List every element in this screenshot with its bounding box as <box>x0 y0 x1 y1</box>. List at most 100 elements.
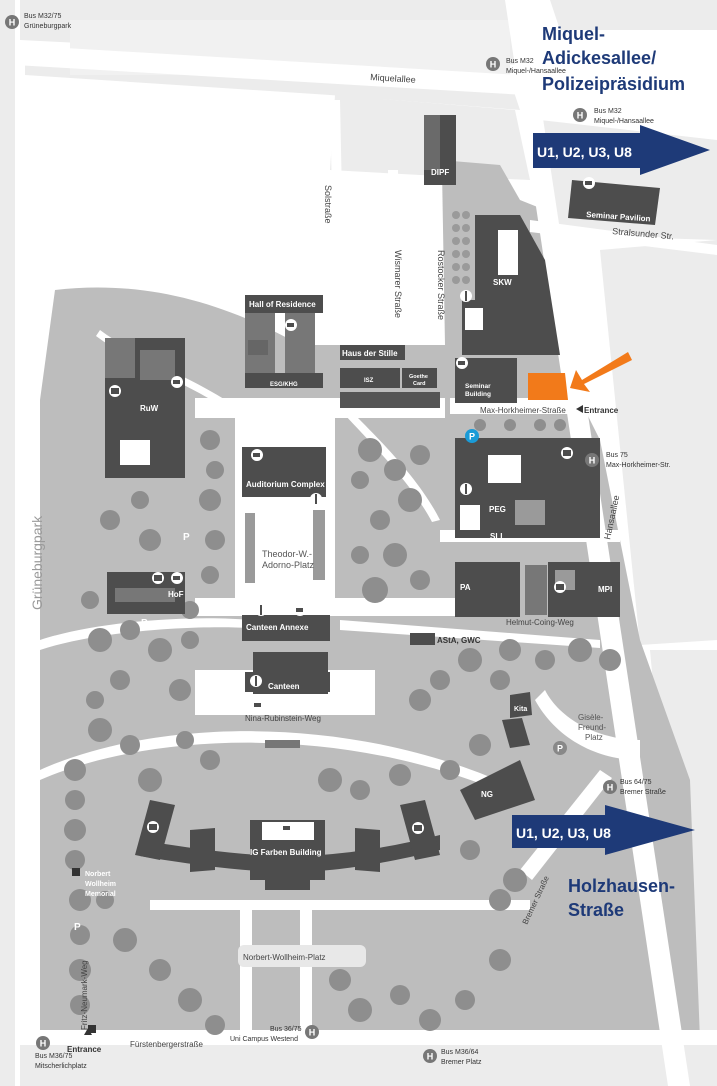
bus-stop-icon: H <box>309 1028 316 1038</box>
square-gisele-line3: Platz <box>585 733 603 742</box>
label-peg: PEG <box>489 505 506 514</box>
roads <box>15 0 717 1086</box>
square-gisele-line1: Gisèle- <box>578 713 604 722</box>
label-auditorium: Auditorium Complex <box>246 480 325 489</box>
street-wismarer: Wismarer Straße <box>393 250 403 318</box>
restaurant-icon[interactable] <box>250 675 262 687</box>
cafe-icon[interactable] <box>171 572 183 584</box>
square-gisele-line2: Freund- <box>578 723 606 732</box>
bus-stop-name: Bremer Straße <box>620 789 666 796</box>
entrance-east-arrow-icon <box>576 405 583 413</box>
bus-stop-line: Bus 75 <box>606 452 628 459</box>
bus-stop-line: Bus M32/75 <box>24 13 61 20</box>
station-miquel: Miquel- Adickesallee/ Polizeipräsidium <box>542 24 685 94</box>
label-esg: ESG/KHG <box>270 382 298 388</box>
parking-icon-hof[interactable]: P <box>141 618 148 629</box>
station-miquel-line1: Miquel- <box>542 24 605 44</box>
tree-grid <box>452 211 470 284</box>
label-isz: ISZ <box>364 378 374 384</box>
station-holzhausen-line1: Holzhausen- <box>568 876 675 896</box>
square-adorno-line2: Adorno-Platz <box>262 560 315 570</box>
label-building: Building <box>465 391 491 398</box>
building-goethe-card[interactable] <box>402 368 437 388</box>
parking-blue-icon[interactable]: P <box>465 429 479 443</box>
bus-stop-name: Miquel-/Hansaallee <box>594 118 654 125</box>
label-canteen-annexe: Canteen Annexe <box>246 623 309 632</box>
buildings <box>72 115 660 1033</box>
svg-text:P: P <box>267 399 274 410</box>
street-rubinstein: Nina-Rubinstein-Weg <box>245 714 321 723</box>
building-ng[interactable] <box>460 760 535 820</box>
cafe-icon[interactable] <box>583 177 595 189</box>
svg-text:P: P <box>469 432 475 442</box>
restaurant-icon[interactable] <box>460 290 472 302</box>
building-pa[interactable] <box>455 562 520 617</box>
cafe-icon[interactable] <box>281 822 293 834</box>
street-miquelallee: Miquelallee <box>370 72 416 85</box>
library-icon[interactable] <box>152 572 164 584</box>
parking-icon-esg[interactable]: P <box>267 399 274 410</box>
restaurant-icon[interactable] <box>310 493 322 505</box>
bus-stop-m36-mitscherlich[interactable]: H Bus M36/75 Mitscherlichplatz <box>35 1036 87 1070</box>
bus-stop-icon: H <box>607 783 614 793</box>
building-seminar-pavilion[interactable] <box>568 180 660 225</box>
orange-arrow-icon <box>570 352 632 392</box>
parking-icon[interactable]: P <box>553 741 567 755</box>
bus-stop-m36-bremer[interactable]: H Bus M36/64 Bremer Platz <box>423 1049 482 1066</box>
entrance-southwest-arrow-icon <box>84 1028 92 1035</box>
entrances: Entrance Entrance <box>67 405 619 1054</box>
bus-stop-line: Bus 64/75 <box>620 779 652 786</box>
ubahn-arrow-top[interactable]: U1, U2, U3, U8 <box>533 125 710 175</box>
bus-stop-icon: H <box>577 111 584 121</box>
building-wollheim-memorial[interactable] <box>72 868 80 876</box>
bus-stop-36-uni-campus-westend[interactable]: H Bus 36/75 Uni Campus Westend <box>230 1025 319 1043</box>
cafe-icon[interactable] <box>171 376 183 388</box>
cafe-icon[interactable] <box>251 449 263 461</box>
building-isz[interactable] <box>340 368 400 388</box>
amenity-icons <box>109 177 595 834</box>
library-icon[interactable] <box>561 447 573 459</box>
ubahn-arrow-bottom[interactable]: U1, U2, U3, U8 <box>512 805 695 855</box>
cafe-icon[interactable] <box>456 357 468 369</box>
building-kita[interactable] <box>510 692 532 718</box>
cafe-icon[interactable] <box>294 604 306 616</box>
bus-stop-name: Bremer Platz <box>441 1059 482 1066</box>
building-haus-der-stille[interactable] <box>340 345 405 360</box>
bus-stop-name: Uni Campus Westend <box>230 1036 298 1043</box>
entrance-southwest[interactable]: Entrance <box>67 1045 102 1054</box>
bus-stop-75-horkheimer[interactable]: H Bus 75 Max-Horkheimer-Str. <box>585 452 671 469</box>
library-icon[interactable] <box>554 581 566 593</box>
entrance-east[interactable]: Entrance <box>584 406 619 415</box>
bus-stop-m32-miquel-2[interactable]: H Bus M32 Miquel-/Hansaallee <box>573 108 654 125</box>
station-miquel-line3: Polizeipräsidium <box>542 74 685 94</box>
svg-text:P: P <box>183 532 190 543</box>
bus-stop-name: Miquel-/Hansaallee <box>506 68 566 75</box>
library-icon[interactable] <box>147 821 159 833</box>
library-icon[interactable] <box>109 385 121 397</box>
cafe-icon[interactable] <box>252 699 264 711</box>
bus-stops: H Bus M32/75 Grüneburgpark H Bus M32 Miq… <box>5 13 671 1070</box>
library-icon[interactable] <box>412 822 424 834</box>
ubahn-label-top: U1, U2, U3, U8 <box>537 144 632 160</box>
bus-stop-m32-grueneburg[interactable]: H Bus M32/75 Grüneburgpark <box>5 13 72 30</box>
label-card: Card <box>413 381 426 387</box>
label-canteen: Canteen <box>268 682 300 691</box>
ubahn-label-bottom: U1, U2, U3, U8 <box>516 825 611 841</box>
parking-icon-ruw[interactable]: P <box>183 532 190 543</box>
restaurant-icon[interactable] <box>460 483 472 495</box>
bus-stop-m32-miquel[interactable]: H Bus M32 Miquel-/Hansaallee <box>486 57 566 75</box>
building-canteen-annexe[interactable] <box>242 615 330 641</box>
bus-stop-line: Bus M32 <box>594 108 622 115</box>
label-seminar: Seminar <box>465 383 491 390</box>
building-asta[interactable] <box>410 633 435 645</box>
cafe-icon[interactable] <box>285 319 297 331</box>
bus-stop-64-bremer[interactable]: H Bus 64/75 Bremer Straße <box>603 779 666 796</box>
parking-icon-west[interactable]: P <box>74 922 81 933</box>
park-grueneburgpark: Grüneburgpark <box>29 515 45 610</box>
restaurant-icon[interactable] <box>255 604 267 616</box>
street-coing: Helmut-Coing-Weg <box>506 618 574 627</box>
highlight-entrance <box>528 352 632 400</box>
street-solstrasse: Solstraße <box>323 185 333 224</box>
building-labels: DIPF Seminar Pavilion SKW Hall of Reside… <box>85 168 651 898</box>
